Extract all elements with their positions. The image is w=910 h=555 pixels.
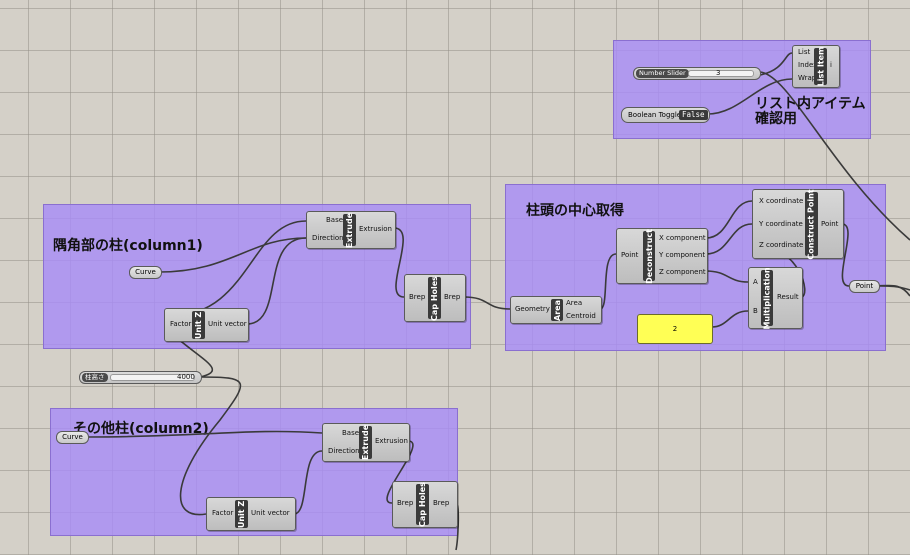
- port-area[interactable]: Area: [566, 299, 583, 307]
- wire: [169, 220, 307, 317]
- port-x-component[interactable]: X component: [659, 234, 706, 242]
- cap-holes-component[interactable]: Brep Cap Holes Brep: [404, 274, 466, 322]
- port-z-component[interactable]: Z component: [659, 268, 706, 276]
- slider-label: 柱高さ: [82, 373, 108, 382]
- slider-label: Number Slider: [636, 69, 689, 78]
- port-point[interactable]: Point: [621, 251, 639, 259]
- component-name: Construct Point: [805, 189, 818, 259]
- component-name: Extrude: [343, 212, 356, 248]
- port-brep-in[interactable]: Brep: [397, 499, 414, 507]
- list-check-note: リスト内アイテム 確認用: [755, 97, 866, 127]
- component-name: Cap Holes: [428, 275, 441, 321]
- port-factor[interactable]: Factor: [170, 320, 192, 328]
- wire: [246, 237, 307, 325]
- wire: [705, 270, 749, 283]
- port-unit-vector[interactable]: Unit vector: [208, 320, 247, 328]
- port-x-coordinate[interactable]: X coordinate: [759, 197, 804, 205]
- component-name: Deconstruct: [643, 228, 655, 284]
- panel-value: 2: [672, 325, 678, 333]
- point-param[interactable]: Point: [849, 280, 880, 293]
- wire: [463, 296, 511, 310]
- port-direction[interactable]: Direction: [328, 447, 360, 455]
- slider-track[interactable]: [688, 70, 754, 77]
- slider-value: 3: [716, 69, 721, 77]
- port-z-coordinate[interactable]: Z coordinate: [759, 241, 804, 249]
- port-centroid[interactable]: Centroid: [566, 312, 596, 320]
- wire: [707, 78, 793, 115]
- port-b[interactable]: B: [753, 307, 758, 315]
- curve-param[interactable]: Curve: [56, 431, 89, 444]
- component-name: Cap Holes: [416, 482, 429, 527]
- toggle-value[interactable]: False: [679, 110, 708, 120]
- note-line-2: 確認用: [755, 111, 797, 127]
- port-index[interactable]: Index: [798, 61, 818, 69]
- port-list[interactable]: List: [798, 48, 811, 56]
- toggle-label: Boolean Toggle: [628, 111, 682, 119]
- wire: [393, 227, 405, 298]
- port-point-out[interactable]: Point: [821, 220, 839, 228]
- note-line-1: リスト内アイテム: [755, 96, 866, 112]
- port-brep-out[interactable]: Brep: [444, 293, 461, 301]
- group-title: 柱頭の中心取得: [526, 203, 624, 219]
- multiplication-component[interactable]: A B Multiplication Result: [748, 267, 803, 329]
- port-direction[interactable]: Direction: [312, 234, 344, 242]
- unit-z-component[interactable]: Factor Unit Z Unit vector: [164, 308, 249, 342]
- component-name: List Item: [814, 46, 827, 87]
- deconstruct-component[interactable]: Point Deconstruct X component Y componen…: [616, 228, 708, 284]
- wire: [705, 223, 753, 255]
- group-title: 隅角部の柱(column1): [53, 238, 203, 254]
- port-geometry[interactable]: Geometry: [515, 305, 550, 313]
- port-base[interactable]: Base: [326, 216, 344, 224]
- port-result[interactable]: Result: [777, 293, 799, 301]
- construct-point-component[interactable]: X coordinate Y coordinate Z coordinate C…: [752, 189, 844, 259]
- number-slider[interactable]: Number Slider 3: [633, 67, 761, 80]
- port-y-coordinate[interactable]: Y coordinate: [759, 220, 803, 228]
- component-name: Area: [551, 299, 563, 321]
- boolean-toggle[interactable]: Boolean Toggle False: [621, 107, 710, 123]
- wire: [159, 237, 307, 273]
- component-name: Unit Z: [192, 311, 205, 339]
- wire: [841, 223, 850, 287]
- port-wrap[interactable]: Wrap: [798, 74, 817, 82]
- port-y-component[interactable]: Y component: [659, 251, 706, 259]
- unit-z-component[interactable]: Factor Unit Z Unit vector: [206, 497, 296, 531]
- component-name: Multiplication: [761, 266, 773, 330]
- port-brep-in[interactable]: Brep: [409, 293, 426, 301]
- list-item-component[interactable]: List Index Wrap List Item i: [792, 45, 840, 88]
- wire: [599, 253, 617, 310]
- port-unit-vector[interactable]: Unit vector: [251, 509, 290, 517]
- group-corner-columns[interactable]: 隅角部の柱(column1): [43, 204, 471, 349]
- extrude-component[interactable]: Base Direction Extrude Extrusion: [306, 211, 396, 249]
- cap-holes-component[interactable]: Brep Cap Holes Brep: [392, 481, 458, 528]
- port-extrusion[interactable]: Extrusion: [359, 225, 392, 233]
- port-factor[interactable]: Factor: [212, 509, 234, 517]
- value-panel[interactable]: 2: [637, 314, 713, 344]
- wire: [759, 71, 910, 241]
- port-a[interactable]: A: [753, 278, 758, 286]
- port-base[interactable]: Base: [342, 429, 360, 437]
- extrude-component[interactable]: Base Direction Extrude Extrusion: [322, 423, 410, 462]
- wire: [293, 450, 323, 515]
- wire: [87, 430, 323, 438]
- height-slider[interactable]: 柱高さ 4000: [79, 371, 202, 384]
- slider-track[interactable]: [110, 374, 195, 381]
- wire: [386, 440, 414, 504]
- component-name: Unit Z: [235, 500, 248, 528]
- port-item[interactable]: i: [830, 61, 832, 69]
- wire: [759, 52, 793, 76]
- port-brep-out[interactable]: Brep: [433, 499, 450, 507]
- slider-value: 4000: [177, 373, 195, 381]
- wire: [711, 310, 749, 328]
- group-title: その他柱(column2): [73, 421, 209, 437]
- wire: [179, 376, 242, 516]
- curve-param[interactable]: Curve: [129, 266, 162, 279]
- area-component[interactable]: Geometry Area Area Centroid: [510, 296, 602, 324]
- port-extrusion[interactable]: Extrusion: [375, 437, 408, 445]
- wire: [705, 200, 753, 239]
- component-name: Extrude: [359, 424, 372, 461]
